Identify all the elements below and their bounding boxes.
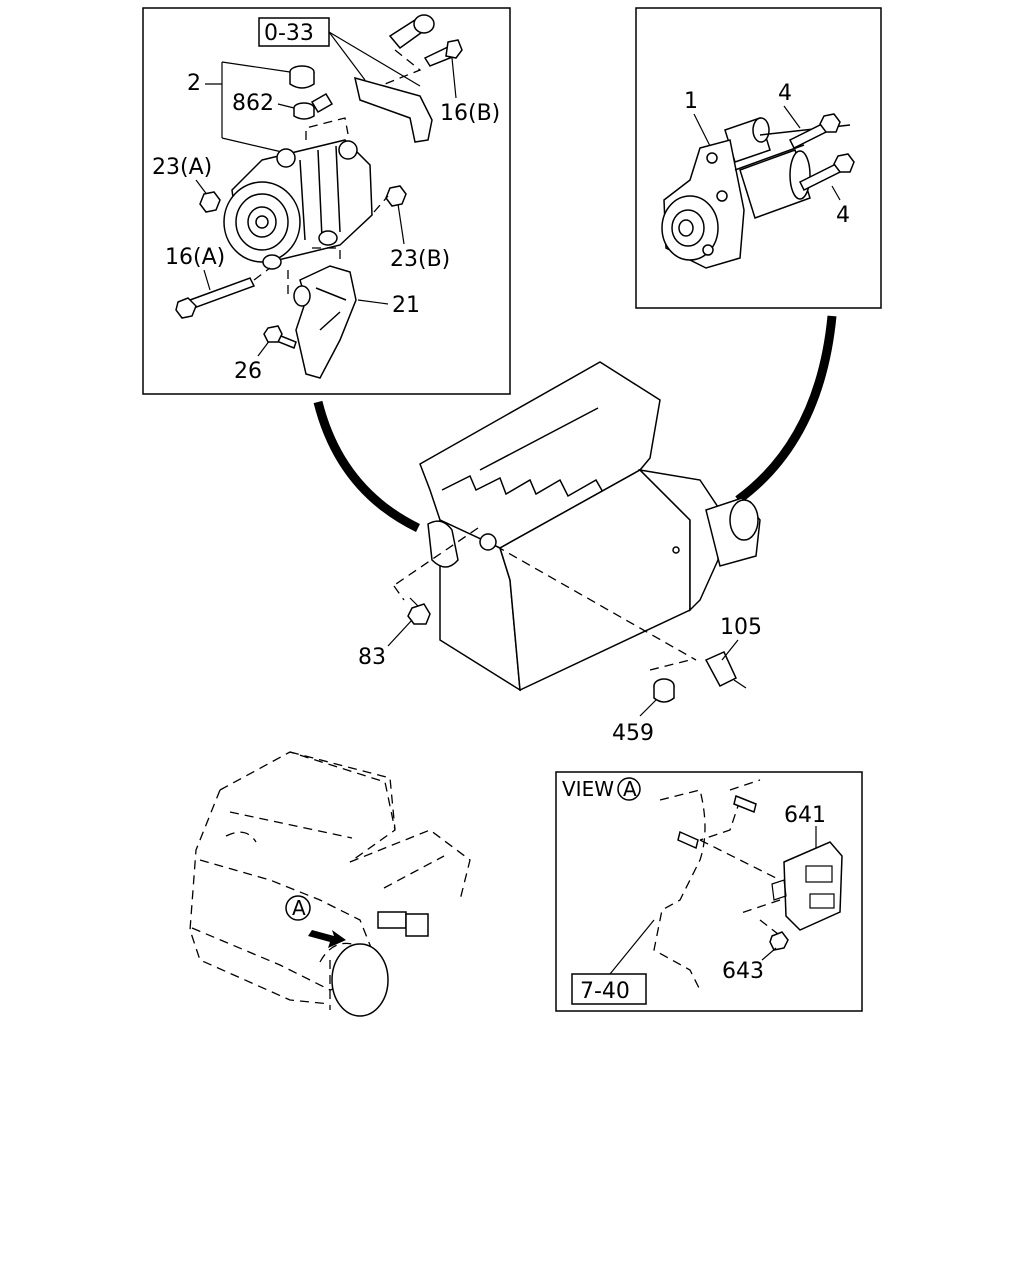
truck-view-marker (285, 895, 311, 921)
starter-bolt-bottom (798, 153, 855, 192)
label-21: 21 (392, 293, 420, 318)
label-26: 26 (234, 359, 262, 384)
label-459: 459 (612, 721, 654, 746)
label-starter-1: 1 (684, 89, 698, 114)
arc-right (735, 315, 837, 504)
alternator-panel: 0-33 2 862 16(B) (142, 7, 511, 395)
label-16a: 16(A) (165, 245, 225, 270)
view-heading-letter: A (623, 777, 637, 801)
arc-left (313, 400, 420, 533)
label-643: 643 (722, 959, 764, 984)
starter-panel: 1 4 4 (635, 7, 882, 309)
label-starter-4-bottom: 4 (836, 203, 850, 228)
label-641: 641 (784, 803, 826, 828)
starter-bolt-top (788, 113, 841, 150)
relay-box-641 (771, 841, 843, 931)
label-23a: 23(A) (152, 155, 212, 180)
ref-box-0-33: 0-33 (264, 21, 314, 46)
label-105: 105 (720, 615, 762, 640)
cap-862 (289, 65, 334, 120)
view-heading: VIEW (562, 777, 614, 801)
truck-cab (189, 751, 471, 1017)
label-83: 83 (358, 645, 386, 670)
upper-bracket (353, 14, 463, 143)
bolt-26 (263, 325, 297, 349)
label-starter-4-top: 4 (778, 81, 792, 106)
label-862: 862 (232, 91, 274, 116)
grommet-459 (653, 678, 675, 703)
engine-block (393, 361, 761, 692)
label-23b: 23(B) (390, 247, 450, 272)
ref-box-7-40: 7-40 (580, 979, 630, 1004)
truck-view-letter: A (292, 896, 306, 920)
arrow-right-icon (308, 930, 346, 948)
label-16b: 16(B) (440, 101, 500, 126)
view-a-panel: VIEW A 641 643 7-40 (555, 771, 863, 1012)
long-bolt-16a (175, 267, 271, 319)
lower-bracket-21 (287, 247, 357, 379)
starter-motor (661, 117, 851, 269)
label-2: 2 (187, 71, 201, 96)
alternator-body (223, 117, 373, 270)
bolt-83 (407, 597, 431, 625)
view-marker-icon (617, 777, 641, 801)
sensor-105 (704, 651, 747, 689)
